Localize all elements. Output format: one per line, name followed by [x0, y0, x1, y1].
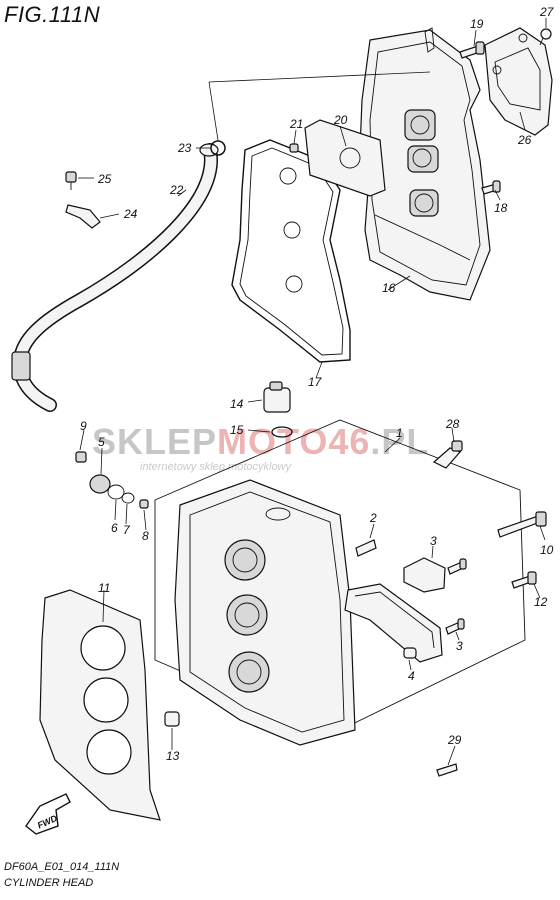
watermark-tagline: internetowy sklep motocyklowy: [140, 461, 293, 473]
o-ring-15: [271, 426, 293, 438]
dowel-4: [403, 647, 417, 659]
bolt-3-lower: [445, 618, 465, 635]
spark-plug: [432, 440, 463, 469]
callout-5: 5: [98, 435, 105, 449]
callout-23: 23: [177, 141, 192, 155]
callout-13: 13: [166, 749, 180, 763]
callout-16: 16: [382, 281, 396, 295]
dowel-2: [355, 539, 377, 557]
callout-12: 12: [534, 595, 548, 609]
bolt-10: [497, 511, 547, 538]
callout-15: 15: [230, 423, 244, 437]
clip-24: [65, 204, 101, 229]
bracket-upper: [403, 557, 446, 593]
fwd-arrow-badge: FWD: [25, 793, 71, 835]
callout-18: 18: [494, 201, 508, 215]
washer-7: [121, 492, 135, 504]
cylinder-head: [174, 479, 356, 746]
callout-29: 29: [447, 733, 462, 747]
callout-24: 24: [123, 207, 138, 221]
watermark-brand-3: 46: [328, 421, 370, 462]
figure-name: CYLINDER HEAD: [4, 877, 94, 889]
bolt-27: [539, 28, 552, 46]
bolt-21: [289, 143, 299, 153]
callout-2: 2: [369, 511, 377, 525]
watermark-brand-4: .PL: [370, 421, 429, 462]
callout-3-lower: 3: [456, 639, 463, 653]
callout-3-upper: 3: [430, 534, 437, 548]
bolt-3-upper: [447, 558, 467, 575]
stud-29: [436, 763, 458, 777]
leader-lines: [78, 18, 547, 766]
callout-25: 25: [97, 172, 112, 186]
callout-22: 22: [169, 183, 184, 197]
callout-11: 11: [98, 581, 110, 595]
callout-6: 6: [111, 521, 118, 535]
callout-20: 20: [333, 113, 348, 127]
part-14-cap: [263, 381, 291, 413]
bolt-8: [139, 499, 149, 509]
callout-1: 1: [396, 426, 403, 440]
callout-7: 7: [123, 523, 131, 537]
plug-5: [89, 474, 111, 494]
watermark-brand-2: MOTO: [217, 421, 328, 462]
breather-hose: [11, 143, 219, 412]
watermark: SKLEPMOTO46.PL internetowy sklep motocyk…: [92, 421, 429, 473]
callout-4: 4: [408, 669, 415, 683]
callout-21: 21: [289, 117, 303, 131]
callout-17: 17: [308, 375, 323, 389]
figure-title: FIG.111N: [4, 2, 101, 27]
breather-cover: [484, 27, 553, 136]
bolt-12: [511, 571, 537, 589]
callout-28: 28: [445, 417, 460, 431]
bracket-lower: [344, 583, 443, 663]
assembly-bracket: [154, 419, 526, 736]
bolt-18: [481, 180, 501, 195]
cylinder-head-cover: [359, 27, 491, 301]
figure-code: DF60A_E01_014_111N: [4, 861, 120, 873]
watermark-brand-1: SKLEP: [92, 421, 217, 462]
head-gasket: [39, 589, 161, 821]
callout-9: 9: [80, 419, 87, 433]
callout-labels: 1 2 3 3 4 5 6 7 8 9 10 11 12 13 14 15 16…: [80, 5, 555, 763]
dowel-13: [164, 711, 180, 727]
callout-14: 14: [230, 397, 244, 411]
seal-6: [107, 484, 125, 500]
bolt-9: [75, 451, 87, 463]
svg-text:SKLEPMOTO46.PL: SKLEPMOTO46.PL: [92, 421, 429, 462]
callout-26: 26: [517, 133, 532, 147]
callout-27: 27: [539, 5, 555, 19]
bolt-19: [459, 41, 485, 59]
callout-8: 8: [142, 529, 149, 543]
callout-10: 10: [540, 543, 554, 557]
plate-20: [304, 119, 386, 197]
bolt-25: [65, 171, 77, 190]
callout-19: 19: [470, 17, 484, 31]
